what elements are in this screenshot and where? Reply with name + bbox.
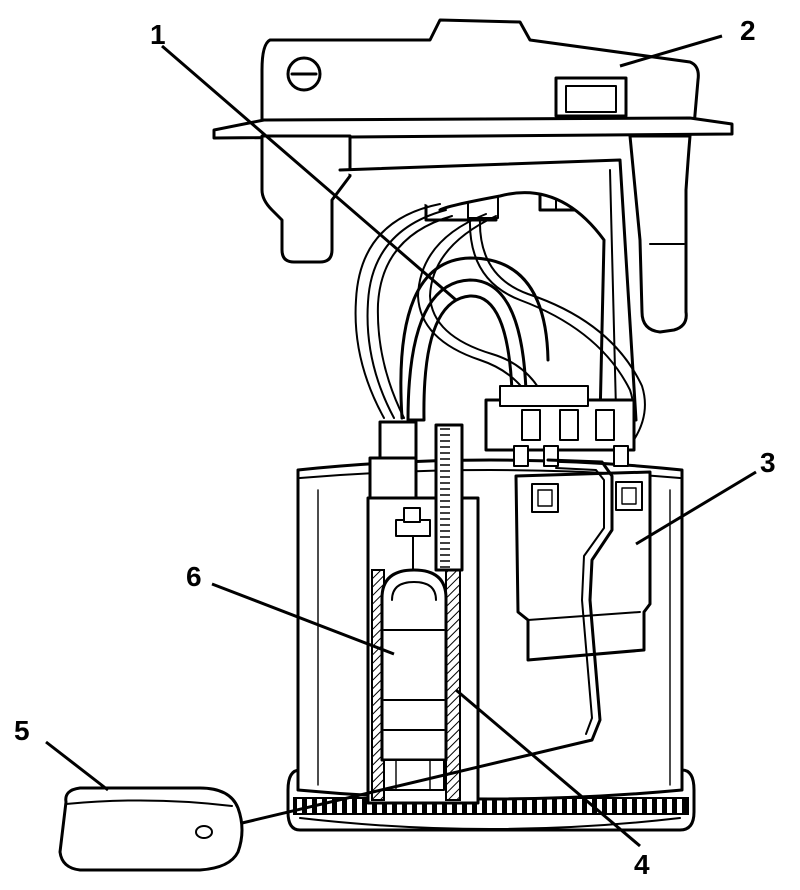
leader-4 xyxy=(455,688,641,848)
callout-numbers: 1 2 3 4 5 6 xyxy=(14,15,776,880)
float xyxy=(58,786,244,872)
float-arm xyxy=(202,458,614,834)
leader-3 xyxy=(635,470,757,546)
callout-1: 1 xyxy=(150,19,166,50)
leader-6 xyxy=(211,582,395,656)
callout-4: 4 xyxy=(634,849,650,880)
pump-outlet-fitting xyxy=(395,507,431,571)
leader-1 xyxy=(161,44,457,302)
leader-2 xyxy=(619,34,723,68)
support-frame xyxy=(338,158,638,422)
callout-5: 5 xyxy=(14,715,30,746)
leader-5 xyxy=(45,740,109,792)
callout-6: 6 xyxy=(186,561,202,592)
fuel-pump xyxy=(380,568,448,791)
callout-2: 2 xyxy=(740,15,756,46)
threaded-column xyxy=(368,420,464,572)
leader-lines xyxy=(45,34,757,848)
callout-3: 3 xyxy=(760,447,776,478)
